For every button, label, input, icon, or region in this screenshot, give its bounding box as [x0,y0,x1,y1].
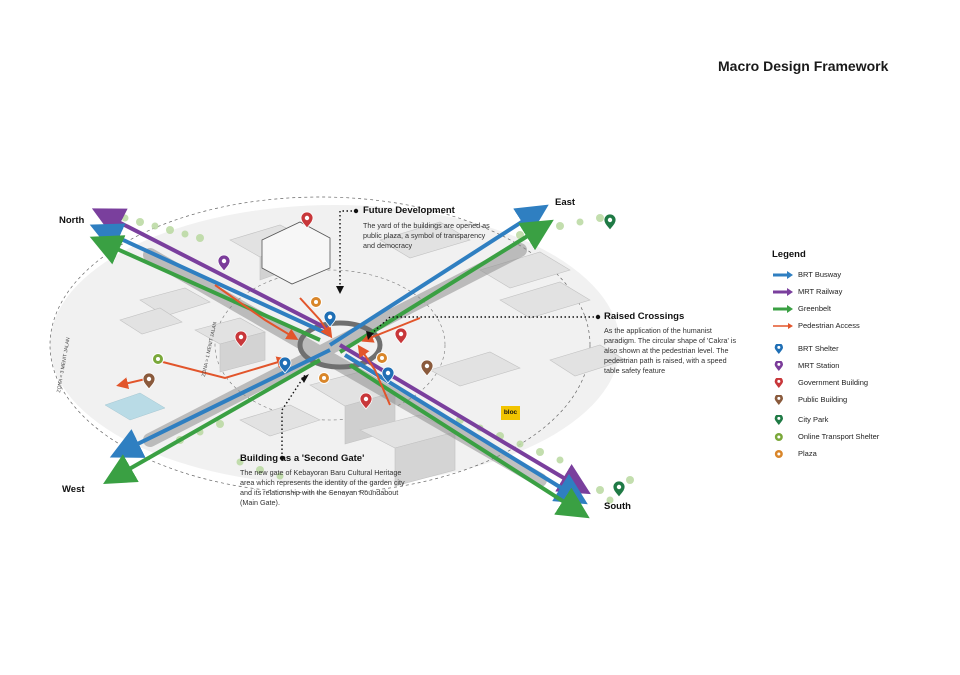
direction-south: South [604,501,631,512]
legend-item-government-building: Government Building [772,376,952,393]
government-building-pin-icon [774,378,783,388]
map-pin-brt-shelter-1 [323,310,337,328]
greenbelt-north-arrow [89,235,321,342]
brt-busway-arrow-icon [773,271,793,279]
callout-dot-second-gate [279,455,285,461]
legend-label: Plaza [798,449,817,458]
map-pin-brt-shelter-2 [278,356,292,374]
callout-arrow-second-gate [301,374,309,383]
callout-leaders [281,210,598,458]
legend-item-plaza: Plaza [772,447,952,464]
legend-label: Pedestrian Access [798,321,860,330]
pool [104,392,166,421]
callout-dot-future-development [353,208,359,214]
legend: Legend BRT Busway MRT Railway Greenbelt … [772,249,952,464]
future-development-building [261,221,331,285]
future-development-text: The yard of the buildings are opened as … [363,221,490,250]
pedestrian-access-arrows [116,284,421,406]
city-park-pin-icon [774,415,783,425]
legend-label: City Park [798,415,829,424]
map-pin-city-park-1 [603,213,617,231]
map-pin-online-transport-shelter [152,353,164,365]
legend-label: BRT Shelter [798,344,839,353]
legend-label: Greenbelt [798,304,831,313]
raised-crossings-text: As the application of the humanist parad… [604,326,737,375]
callout-arrow-future-development [336,286,344,294]
legend-label: Government Building [798,378,869,387]
legend-item-public-building: Public Building [772,393,952,410]
legend-label: MRT Station [798,361,840,370]
raised-crossings-title: Raised Crossings [604,311,685,322]
map-pin-mrt-station [217,254,231,272]
map-pin-government-building-1 [300,211,314,229]
mrt-railway-north-arrow [91,208,331,332]
second-gate-title: Building as a 'Second Gate' [240,453,365,464]
map-pin-government-building-2 [234,330,248,348]
map-pin-public-building-2 [142,372,156,390]
map-pin-government-building-3 [394,327,408,345]
legend-item-mrt-railway: MRT Railway [772,285,952,302]
brt-busway-north-arrow [89,223,331,337]
public-building-pin-icon [774,395,783,405]
greenbelt-west-arrow [103,358,321,484]
legend-item-online-transport-shelter: Online Transport Shelter [772,430,952,447]
direction-east: East [555,197,576,208]
page-title: Macro Design Framework [718,58,889,74]
roundabout [297,320,383,370]
legend-item-city-park: City Park [772,413,952,430]
legend-item-brt-shelter: BRT Shelter [772,342,952,359]
legend-label: Public Building [798,395,848,404]
callout-arrow-raised-crossings [366,331,374,340]
callout-dot-raised-crossings [595,314,601,320]
greenbelt-arrow-icon [773,305,793,313]
legend-item-pedestrian-access: Pedestrian Access [772,319,952,336]
legend-title: Legend [772,249,806,260]
legend-label: Online Transport Shelter [798,432,880,441]
bloc-logo: bloc [501,406,520,420]
pedestrian-access-arrow-icon [773,323,793,329]
map-pin-plaza-2 [318,372,330,384]
mrt-station-pin-icon [774,361,783,371]
mrt-railway-south-arrow [338,343,591,495]
online-transport-shelter-pin-icon [774,433,783,441]
plaza-pin-icon [774,450,783,458]
greenbelt-south-arrow [348,363,590,519]
map-pin-city-park-2 [612,480,626,498]
brt-busway-east-arrow [328,204,549,347]
brt-shelter-pin-icon [774,344,783,354]
direction-west: West [62,484,85,495]
legend-label: MRT Railway [798,287,843,296]
legend-label: BRT Busway [798,270,842,279]
legend-item-greenbelt: Greenbelt [772,302,952,319]
future-development-title: Future Development [363,205,455,216]
map-pin-public-building-1 [420,359,434,377]
second-gate-text: The new gate of Kebayoran Baru Cultural … [240,468,405,507]
map-pin-plaza-1 [310,296,322,308]
direction-north: North [59,215,85,226]
legend-item-mrt-station: MRT Station [772,359,952,376]
brt-busway-south-arrow [343,353,588,505]
map-pin-government-building-4 [359,392,373,410]
brt-busway-west-arrow [109,348,331,458]
legend-item-brt-busway: BRT Busway [772,268,952,285]
mrt-railway-arrow-icon [773,288,793,296]
map-pin-brt-shelter-3 [381,366,395,384]
map-pin-plaza-3 [376,352,388,364]
walk-zone-inner [214,269,446,421]
walk-zone-outer [49,196,591,494]
